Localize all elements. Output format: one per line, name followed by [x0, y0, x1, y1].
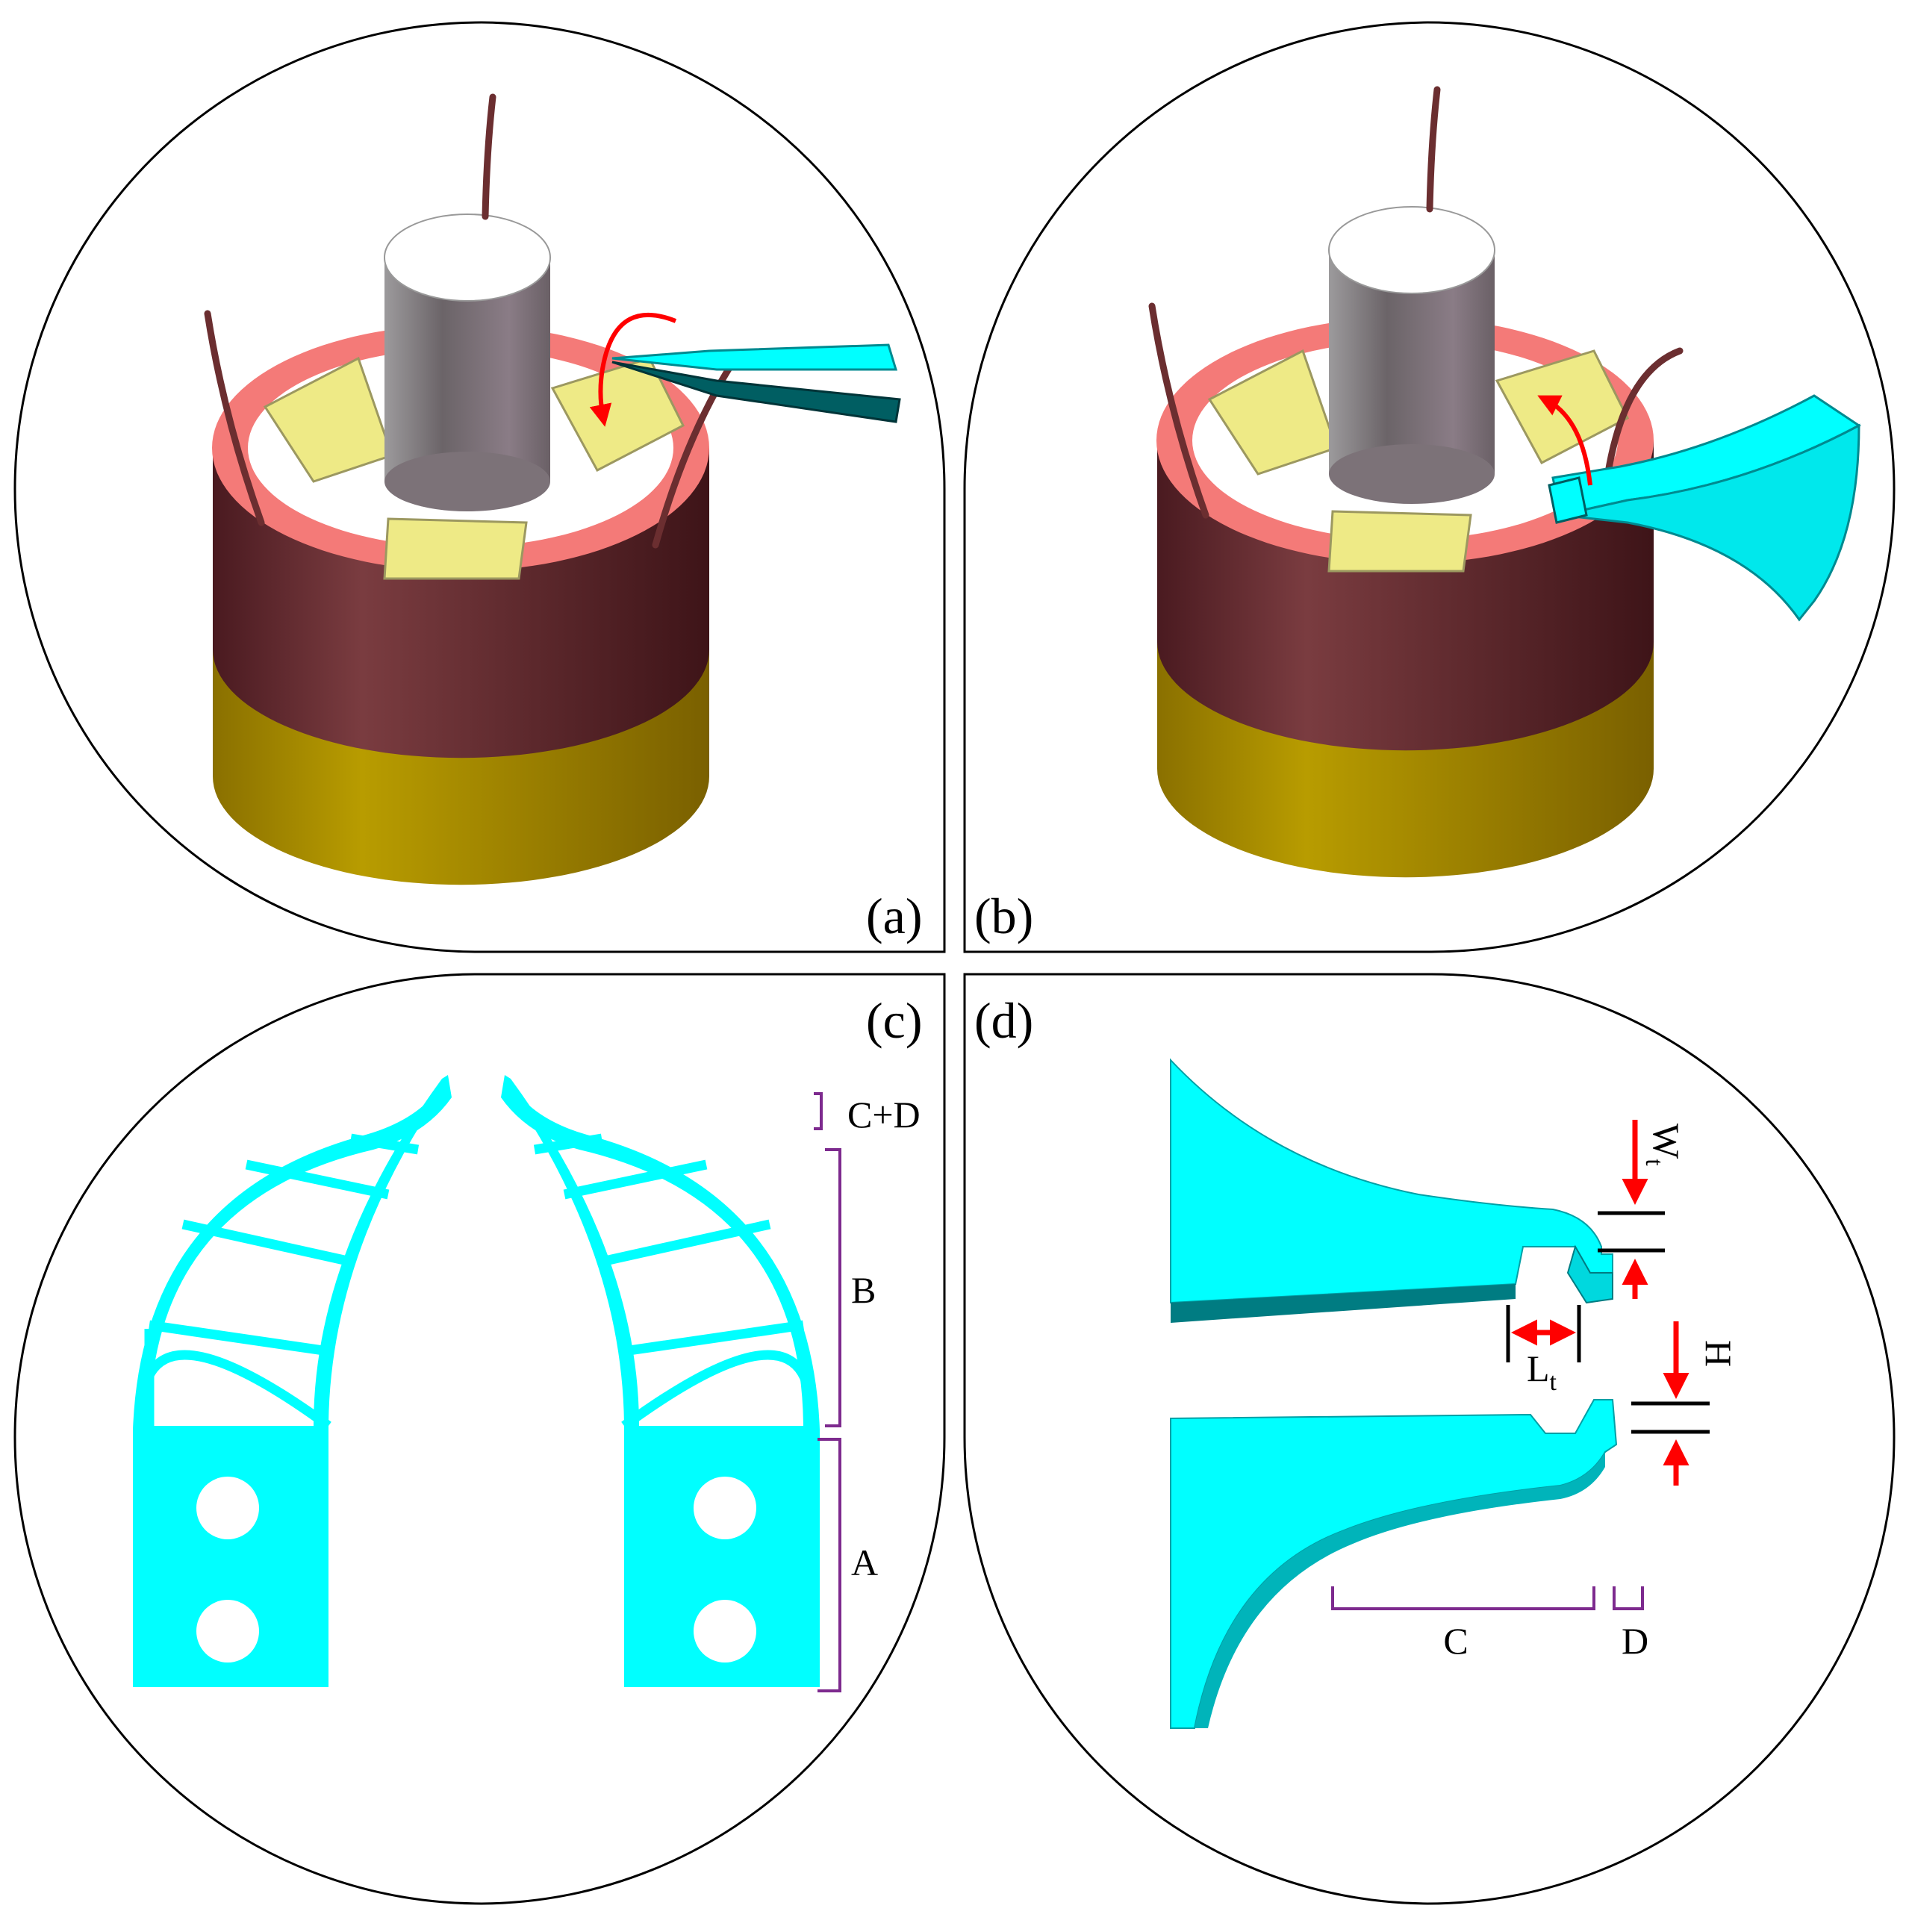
bracket-d-d [1613, 1586, 1644, 1610]
left-hole-upper [196, 1477, 259, 1539]
bracket-b-label: B [851, 1269, 876, 1311]
cylinder-bottom [384, 452, 550, 511]
wt-label: Wt [1640, 1124, 1687, 1166]
panel-c: (c) [13, 973, 946, 1905]
red-rotation-arrow-b [1537, 395, 1592, 486]
h-label: H [1698, 1340, 1740, 1367]
gripper-a-upper [611, 343, 898, 371]
upper-jaw-tip [1566, 1244, 1613, 1304]
wire-left-b [1148, 302, 1209, 519]
brackets-c [814, 1092, 841, 1692]
panel-d-label: (d) [974, 992, 1033, 1049]
lower-jaw [1170, 1399, 1618, 1729]
wire-top-b [1426, 86, 1441, 213]
d-label-d: D [1622, 1620, 1648, 1662]
lt-label: Lt [1527, 1347, 1557, 1396]
wire-right [652, 355, 739, 549]
wire-left [204, 310, 265, 526]
bracket-cd-label: C+D [847, 1094, 921, 1135]
panel-a: (a) [13, 21, 946, 953]
gripper-a [611, 343, 901, 423]
wire-top [482, 93, 496, 220]
pad-front-b [1327, 510, 1472, 573]
cylinder-top-b [1328, 206, 1495, 294]
panel-c-frame [13, 973, 946, 1905]
gripper-flat [133, 1075, 820, 1687]
lower-jaw-edge [1195, 1452, 1605, 1728]
panel-d: (d) Wt H [963, 973, 1896, 1905]
upper-jaw-edge [1171, 1284, 1516, 1323]
lower-jaw-face [1170, 1399, 1618, 1729]
gripper-b [1548, 394, 1861, 622]
right-beams [533, 1133, 816, 1430]
right-hole-upper [694, 1477, 756, 1539]
left-beams [137, 1133, 420, 1430]
bracket-a [817, 1438, 841, 1692]
pad-front [383, 517, 528, 580]
panel-c-label: (c) [866, 992, 922, 1049]
cylinder-bottom-b [1329, 444, 1495, 504]
upper-jaw [1170, 1058, 1613, 1323]
dim-h: H [1631, 1321, 1740, 1486]
bracket-b [825, 1148, 841, 1427]
left-hole-lower [196, 1600, 259, 1663]
gripper-b-lower [1560, 423, 1860, 622]
upper-jaw-face [1170, 1058, 1613, 1304]
coil-assembly-a [204, 93, 739, 885]
coil-assembly-b [1148, 86, 1684, 878]
gripper-a-lower [611, 361, 901, 423]
gripper-left-arc [133, 1075, 452, 1430]
right-hole-lower [694, 1600, 756, 1663]
red-rotation-arrow-a [589, 312, 677, 427]
brackets-d [1331, 1586, 1644, 1610]
bracket-cd [814, 1092, 823, 1130]
bracket-a-label: A [851, 1542, 878, 1583]
panel-a-label: (a) [866, 888, 922, 944]
pad-right [550, 357, 685, 473]
cylinder-top [384, 214, 551, 302]
panel-b-label: (b) [974, 888, 1033, 944]
panel-b-frame [963, 21, 1896, 953]
panel-a-frame [13, 21, 946, 953]
wire-right-b [1601, 347, 1684, 496]
bracket-c-d [1331, 1586, 1595, 1610]
panel-b: (b) [963, 21, 1896, 953]
c-label-d: C [1443, 1620, 1468, 1662]
dim-lt: Lt [1506, 1305, 1581, 1396]
gripper-right-arc [501, 1075, 820, 1430]
dim-wt: Wt [1598, 1120, 1687, 1299]
gripper-b-tip [1548, 476, 1588, 524]
panel-d-frame [963, 973, 1896, 1905]
